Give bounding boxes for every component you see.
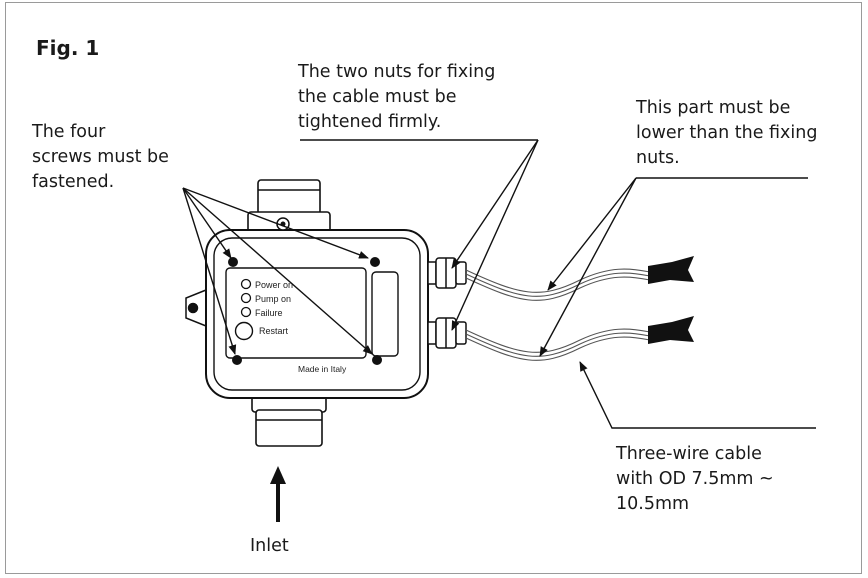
- led-icon: [240, 278, 252, 290]
- bottom-inlet-fitting: [251, 391, 327, 447]
- figure-frame: [5, 2, 862, 574]
- leader-line-cable-od: [579, 361, 816, 429]
- screw-icon: [372, 355, 382, 365]
- led-label-failure: Failure: [255, 308, 283, 318]
- status-leds: Power on Pump on Failure: [240, 278, 293, 318]
- restart-label: Restart: [259, 326, 289, 336]
- left-mounting-ear: [185, 288, 207, 328]
- led-label-pump: Pump on: [255, 294, 291, 304]
- screw-icon: [232, 355, 242, 365]
- note-four-screws: The four screws must be fastened.: [32, 122, 169, 192]
- cable-glands: [427, 257, 467, 349]
- led-label-power: Power on: [255, 280, 293, 290]
- wire-ends: [648, 256, 694, 344]
- screw-icon: [370, 257, 380, 267]
- screw-icon: [228, 257, 238, 267]
- note-cable-part: This part must be lower than the fixing …: [636, 98, 818, 168]
- restart-button: Restart: [234, 321, 289, 341]
- three-wire-cables: [465, 268, 651, 361]
- figure-title: Fig. 1: [36, 36, 100, 60]
- led-icon: [240, 306, 252, 318]
- leader-lines-nuts: [300, 139, 539, 331]
- inlet-arrow: [270, 466, 286, 522]
- led-icon: [240, 292, 252, 304]
- note-three-wire-cable: Three-wire cable with OD 7.5mm ~ 10.5mm: [616, 444, 774, 514]
- note-cable-nuts: The two nuts for fixing the cable must b…: [298, 62, 496, 132]
- leader-lines-screws: [182, 187, 373, 355]
- note-inlet: Inlet: [250, 536, 289, 556]
- origin-label: Made in Italy: [298, 364, 347, 374]
- leader-lines-cable-part: [539, 177, 808, 357]
